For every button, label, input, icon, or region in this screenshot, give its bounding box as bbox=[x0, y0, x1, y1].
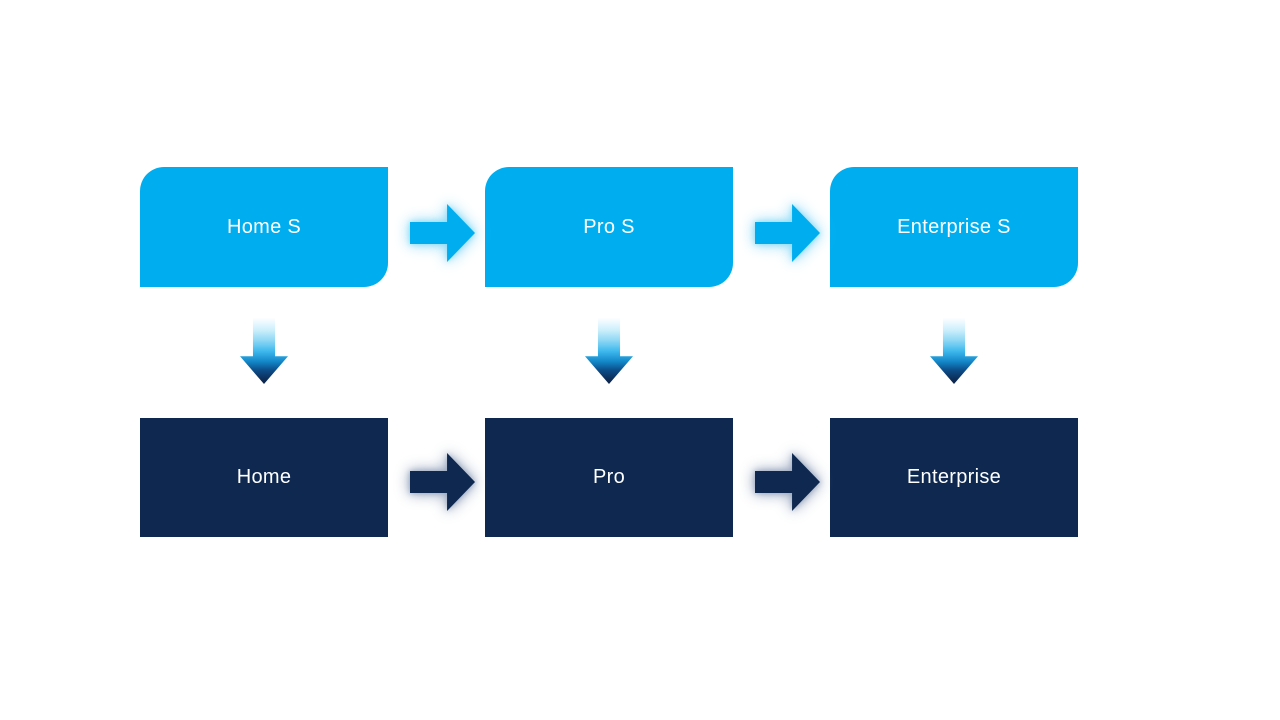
node-enterprise-s-label: Enterprise S bbox=[897, 215, 1011, 238]
down-arrow-icon-pro[interactable] bbox=[585, 318, 633, 384]
connector-home-s-to-pro-s[interactable] bbox=[410, 204, 475, 262]
node-pro-s-label: Pro S bbox=[583, 215, 635, 238]
node-home-s[interactable]: Home S bbox=[140, 167, 388, 287]
connector-home-to-pro[interactable] bbox=[410, 453, 475, 511]
node-home[interactable]: Home bbox=[140, 418, 388, 537]
right-arrow-icon bbox=[410, 453, 475, 511]
connector-pro-to-enterprise[interactable] bbox=[755, 453, 820, 511]
right-arrow-icon bbox=[410, 204, 475, 262]
node-enterprise-s[interactable]: Enterprise S bbox=[830, 167, 1078, 287]
node-enterprise-label: Enterprise bbox=[906, 466, 1002, 488]
connector-pro-s-to-enterprise-s[interactable] bbox=[755, 204, 820, 262]
node-pro-label: Pro bbox=[592, 466, 626, 488]
right-arrow-icon bbox=[755, 204, 820, 262]
down-arrow-icon-enterprise[interactable] bbox=[930, 318, 978, 384]
node-home-s-label: Home S bbox=[226, 215, 302, 238]
right-arrow-icon bbox=[755, 453, 820, 511]
node-pro[interactable]: Pro bbox=[485, 418, 733, 537]
node-home-label: Home bbox=[236, 466, 292, 488]
node-enterprise[interactable]: Enterprise bbox=[830, 418, 1078, 537]
down-arrow-icon-home[interactable] bbox=[240, 318, 288, 384]
node-pro-s[interactable]: Pro S bbox=[485, 167, 733, 287]
